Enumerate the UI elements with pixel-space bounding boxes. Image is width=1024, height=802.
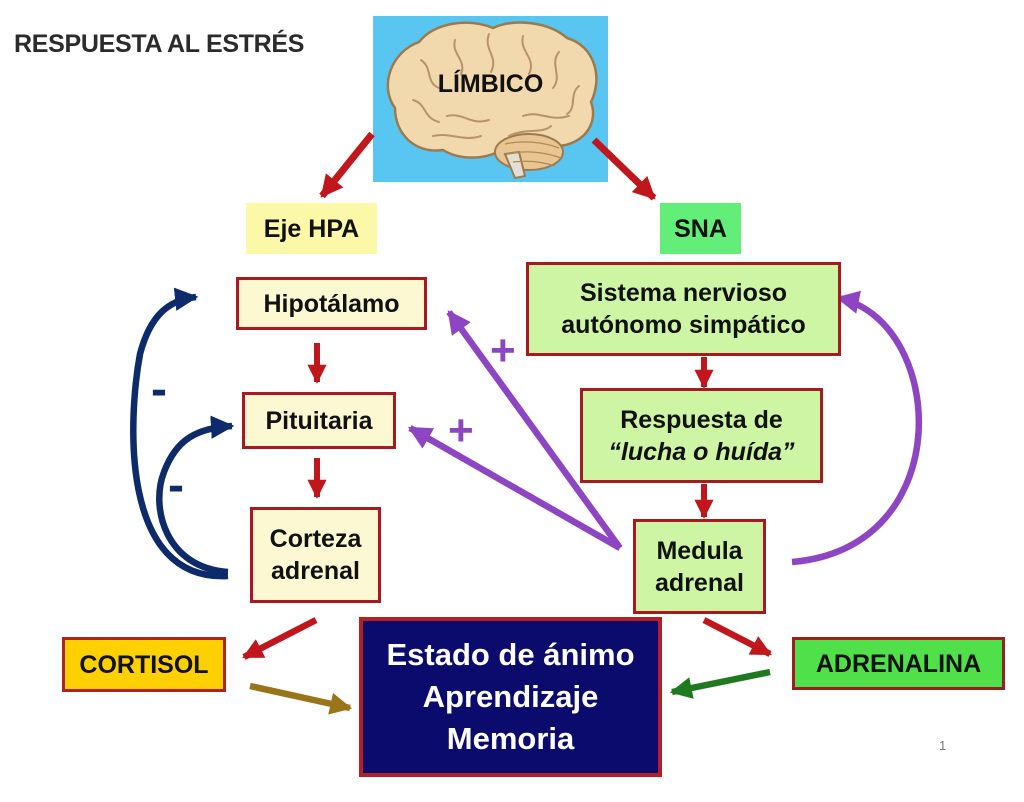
minus-sign-inner: - [168,459,184,512]
arrow-limbico-to-sna [591,137,657,201]
arrow-medula-to-hipotalamo [446,310,623,550]
respuesta-lucha-box: Respuesta de “lucha o huída” [580,388,823,483]
sistema-nervioso-box: Sistema nervioso autónomo simpático [526,262,841,356]
corteza-line: Corteza [269,525,362,553]
medula-line2: adrenal [655,568,744,597]
sna-label: SNA [660,203,741,254]
respuesta-line2: “lucha o huída” [608,437,795,466]
respuesta-line1: Respuesta de [620,405,783,434]
arrow-limbico-to-hpa [319,131,375,199]
plus-sign-pituitaria: + [448,406,474,455]
feedback-corteza-to-hipotalamo [130,287,229,580]
limbico-label: LÍMBICO [437,70,544,98]
brain-panel [373,16,608,182]
outcome-box: Estado de ánimo Aprendizaje Memoria [359,617,662,777]
feedback-medula-to-sistema [791,290,923,566]
arrow-medula-to-pituitaria [407,425,622,551]
adrenal-line: adrenal [271,557,360,585]
aprendizaje-line: Aprendizaje [422,679,599,715]
adrenalina-box: ADRENALINA [792,637,1005,690]
arrow-cortisol-to-outcome [249,682,353,715]
corteza-adrenal-box: Corteza adrenal [250,507,381,603]
medula-line1: Medula [656,536,743,565]
minus-sign-outer: - [151,363,167,416]
medula-adrenal-box: Medula adrenal [633,519,766,614]
cortisol-box: CORTISOL [62,637,226,692]
brain-icon [386,21,598,180]
arrow-corteza-to-cortisol [242,617,318,660]
sistema-line2: autónomo simpático [561,311,806,339]
feedback-corteza-to-pituitaria [156,415,235,576]
plus-sign-hipotalamo: + [490,326,516,375]
hipotalamo-box: Hipotálamo [236,277,427,330]
page-number: 1 [939,738,947,753]
arrow-medula-to-adrenalina [702,617,772,657]
estado-de-animo-line: Estado de ánimo [386,637,635,673]
sistema-line1: Sistema nervioso [579,279,788,307]
pituitaria-box: Pituitaria [242,392,396,449]
arrow-adrenalina-to-outcome [669,668,771,699]
page-title: RESPUESTA AL ESTRÉS [14,30,305,58]
eje-hpa-label: Eje HPA [246,203,377,254]
memoria-line: Memoria [446,720,575,756]
